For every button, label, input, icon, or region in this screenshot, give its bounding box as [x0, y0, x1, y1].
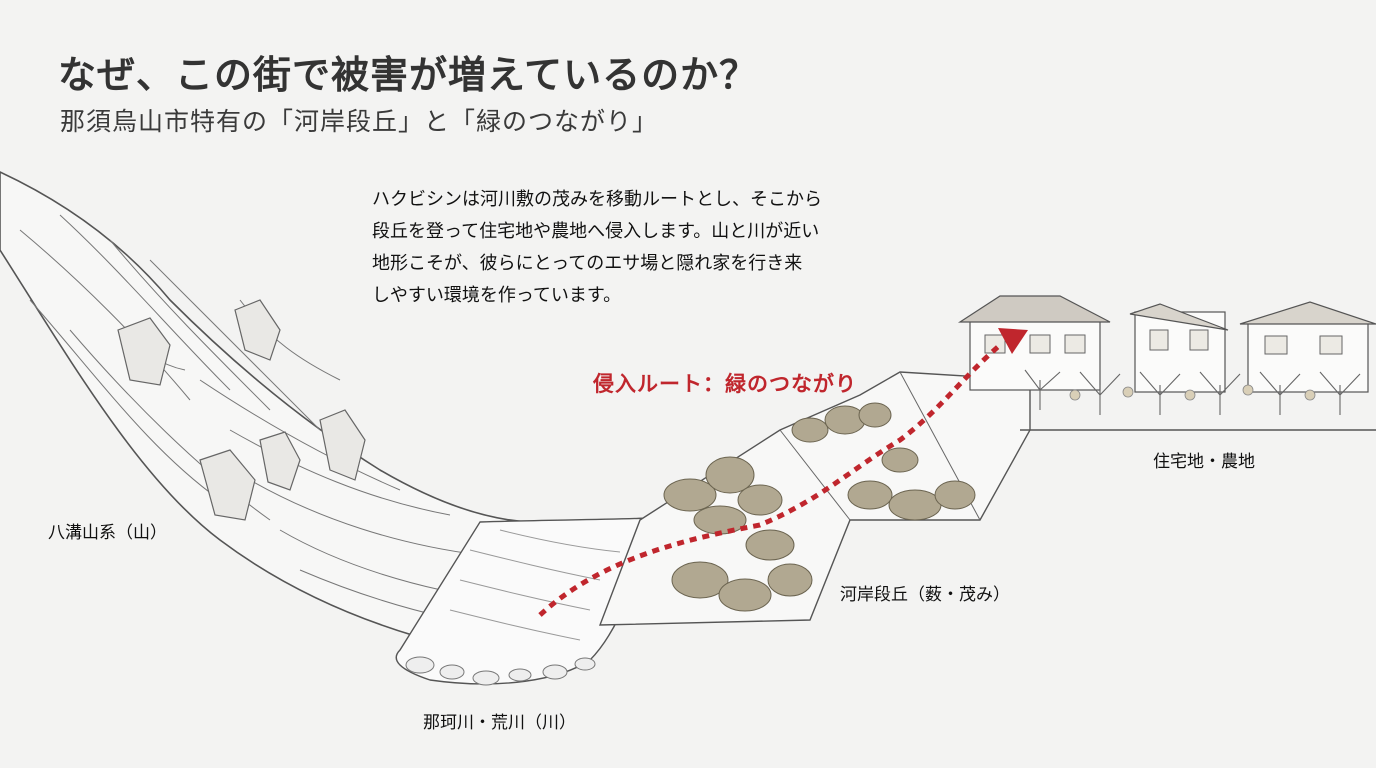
description-line: ハクビシンは河川敷の茂みを移動ルートとし、そこから: [372, 189, 822, 210]
residential-illustration: [957, 295, 1376, 431]
page-title: なぜ、この街で被害が増えているのか？: [58, 53, 759, 97]
page-subtitle: 那須烏山市特有の「河岸段丘」と「緑のつながり」: [60, 107, 659, 136]
river-illustration: [395, 517, 651, 686]
route-label: 侵入ルート：緑のつながり: [593, 372, 857, 396]
description-line: 段丘を登って住宅地や農地へ侵入します。山と川が近い: [372, 221, 820, 242]
label-mountain: 八溝山系（山）: [48, 523, 167, 543]
label-terrace: 河岸段丘（薮・茂み）: [840, 585, 1010, 605]
label-river: 那珂川・荒川（川）: [423, 713, 576, 733]
mountain-illustration: [0, 171, 531, 661]
label-residential: 住宅地・農地: [1153, 452, 1255, 472]
route-arrowhead-icon: [998, 328, 1028, 354]
description-line: しやすい環境を作っています。: [372, 285, 622, 306]
description-text: ハクビシンは河川敷の茂みを移動ルートとし、そこから 段丘を登って住宅地や農地へ侵…: [372, 184, 932, 312]
description-line: 地形こそが、彼らにとってのエサ場と隠れ家を行き来: [372, 253, 803, 274]
intrusion-route-line: [538, 343, 1002, 617]
